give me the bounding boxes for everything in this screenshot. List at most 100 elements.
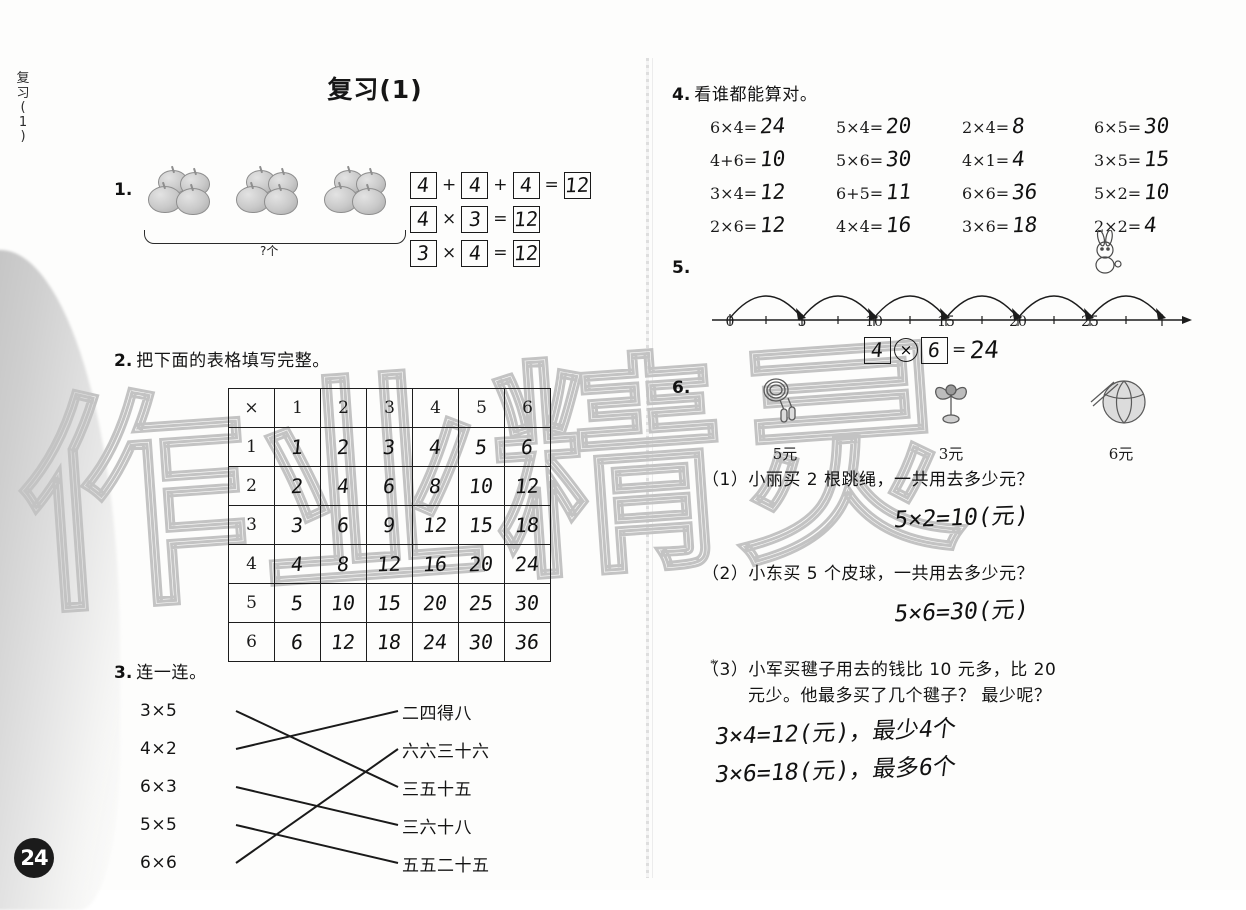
calc-item[interactable]: 3×4=12	[710, 179, 787, 205]
answer-box[interactable]: 3	[410, 239, 437, 267]
match-right-item[interactable]: 二四得八	[402, 703, 472, 724]
question-6-sub-3: * （3）小军买毽子用去的钱比 10 元多，比 20 元少。他最多买了几个毽子？…	[702, 656, 1222, 788]
answer-box[interactable]: 3	[461, 205, 489, 233]
sub-answer-area[interactable]: 3×4=12(元)，最少4个	[702, 709, 1222, 750]
answer-box[interactable]: 4	[864, 336, 891, 364]
table-cell[interactable]: 6	[504, 427, 551, 467]
table-cell[interactable]: 24	[504, 544, 551, 584]
calc-item[interactable]: 5×6=30	[836, 146, 913, 172]
table-cell[interactable]: 16	[412, 544, 459, 584]
match-right-item[interactable]: 六六三十六	[402, 741, 490, 762]
match-right-item[interactable]: 五五二十五	[402, 855, 490, 876]
calc-item[interactable]: 4×1=4	[962, 146, 1027, 172]
table-cell[interactable]: 6	[366, 466, 413, 506]
calc-item[interactable]: 6×4=24	[710, 113, 787, 139]
equals-sign: =	[544, 175, 559, 195]
answer-box[interactable]: 12	[563, 171, 591, 199]
table-cell[interactable]: 4	[274, 544, 321, 584]
page-number-badge: 24	[14, 838, 54, 878]
calc-item[interactable]: 4×4=16	[836, 212, 913, 238]
table-cell[interactable]: 4	[320, 466, 367, 506]
match-right-item[interactable]: 三五十五	[402, 779, 472, 800]
table-cell[interactable]: 2	[320, 427, 367, 467]
table-cell[interactable]: 6	[274, 622, 321, 662]
sub-text: 小军买毽子用去的钱比 10 元多，比 20	[748, 660, 1057, 680]
match-left-item[interactable]: 6×6	[140, 853, 178, 873]
answer-box[interactable]: 6	[921, 336, 948, 364]
answer-box[interactable]: 4	[461, 239, 489, 267]
calc-item[interactable]: 6×6=36	[962, 179, 1039, 205]
table-cell[interactable]: 8	[320, 544, 367, 584]
table-cell[interactable]: 20	[412, 583, 459, 623]
table-cell[interactable]: 1	[274, 427, 321, 467]
equation-row: 4 + 4 + 4 = 12	[410, 168, 591, 202]
calc-item[interactable]: 2×2=4	[1094, 212, 1159, 238]
calc-item[interactable]: 6+5=11	[836, 179, 913, 205]
table-cell[interactable]: 9	[366, 505, 413, 545]
table-cell[interactable]: 12	[504, 466, 551, 506]
calc-item[interactable]: 3×5=15	[1094, 146, 1171, 172]
calc-item[interactable]: 3×6=18	[962, 212, 1039, 238]
table-cell[interactable]: 12	[412, 505, 459, 545]
answer-box[interactable]: 4	[512, 171, 540, 199]
sub-answer-area[interactable]: 5×2=10(元)	[702, 494, 1222, 533]
table-cell[interactable]: 12	[366, 544, 413, 584]
table-header-row: × 1 2 3 4 5 6	[228, 388, 551, 428]
table-cell[interactable]: 6	[320, 505, 367, 545]
price-label: 6元	[1108, 445, 1134, 463]
table-cell[interactable]: 12	[320, 622, 367, 662]
sub-label: （3）	[702, 660, 749, 680]
match-left-item[interactable]: 6×3	[140, 777, 178, 797]
table-row: 4 4 8 12 16 20 24	[228, 544, 551, 584]
table-cell[interactable]: 18	[504, 505, 551, 545]
matching-exercise: 3×5 4×2 6×3 5×5 6×6 二四得八 六六三十六 三五十五 三六十八…	[140, 692, 610, 892]
table-cell[interactable]: 15	[458, 505, 505, 545]
table-cell[interactable]: 3	[274, 505, 321, 545]
answer-box[interactable]: 12	[512, 239, 540, 267]
question-5-number: 5.	[672, 258, 691, 278]
question-2-number: 2.	[114, 351, 133, 371]
calc-item[interactable]: 6×5=30	[1094, 113, 1171, 139]
sub-answer-area[interactable]: 3×6=18(元)，最多6个	[702, 747, 1222, 788]
table-cell[interactable]: 10	[320, 583, 367, 623]
table-cell[interactable]: 36	[504, 622, 551, 662]
match-left-item[interactable]: 5×5	[140, 815, 178, 835]
match-left-item[interactable]: 3×5	[140, 701, 178, 721]
table-cell[interactable]: 5	[274, 583, 321, 623]
calc-item[interactable]: 5×2=10	[1094, 179, 1171, 205]
table-cell[interactable]: 10	[458, 466, 505, 506]
page-curl-shadow	[0, 250, 120, 910]
shuttlecock-icon	[935, 384, 967, 424]
question-3-header: 3. 连一连。	[114, 658, 207, 683]
table-cell[interactable]: 15	[366, 583, 413, 623]
table-cell[interactable]: 30	[458, 622, 505, 662]
table-cell[interactable]: 18	[366, 622, 413, 662]
question-5: 5.	[672, 230, 1232, 378]
answer-box[interactable]: 4	[461, 171, 489, 199]
table-cell[interactable]: 3	[366, 427, 413, 467]
calc-item[interactable]: 4+6=10	[710, 146, 787, 172]
calc-item[interactable]: 2×4=8	[962, 113, 1027, 139]
table-cell[interactable]: 24	[412, 622, 459, 662]
sub-answer-area[interactable]: 5×6=30(元)	[702, 588, 1222, 627]
table-cell[interactable]: 20	[458, 544, 505, 584]
answer-box[interactable]: 12	[512, 205, 540, 233]
match-right-item[interactable]: 三六十八	[402, 817, 472, 838]
tick-label: 0	[725, 314, 735, 330]
column-header: 5	[458, 388, 505, 428]
table-cell[interactable]: 8	[412, 466, 459, 506]
table-cell[interactable]: 25	[458, 583, 505, 623]
match-left-item[interactable]: 4×2	[140, 739, 178, 759]
calc-item[interactable]: 5×4=20	[836, 113, 913, 139]
table-row: 1 1 2 3 4 5 6	[228, 427, 551, 467]
answer-box[interactable]: 4	[410, 205, 437, 233]
table-cell[interactable]: 4	[412, 427, 459, 467]
table-cell[interactable]: 2	[274, 466, 321, 506]
row-header: 3	[228, 505, 275, 545]
tick-label: 5	[797, 314, 807, 330]
calc-item[interactable]: 2×6=12	[710, 212, 787, 238]
answer-box[interactable]: 4	[410, 171, 437, 199]
column-header: 2	[320, 388, 367, 428]
table-cell[interactable]: 5	[458, 427, 505, 467]
table-cell[interactable]: 30	[504, 583, 551, 623]
